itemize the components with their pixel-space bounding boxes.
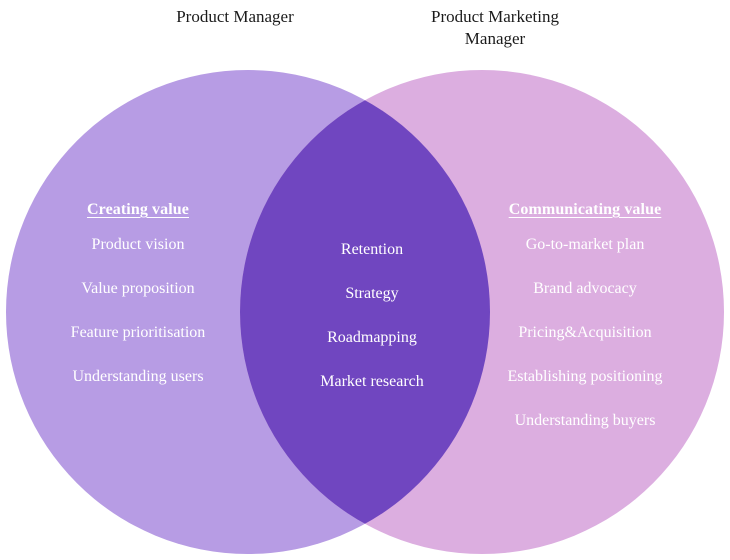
list-item: Understanding buyers [514,412,656,429]
list-item: Market research [320,373,424,390]
list-item: Pricing&Acquisition [518,324,652,341]
list-item: Retention [340,241,404,258]
overlap-content: Retention Strategy Roadmapping Market re… [287,228,457,404]
list-item: Brand advocacy [533,280,637,297]
list-item: Understanding users [72,368,204,385]
right-circle-content: Communicating value Go-to-market plan Br… [470,198,700,443]
list-item: Roadmapping [327,329,417,346]
list-item: Strategy [345,285,399,302]
list-item: Establishing positioning [507,368,663,385]
right-circle-title: Product Marketing Manager [431,7,559,48]
left-circle-content: Creating value Product vision Value prop… [18,198,258,399]
list-item: Go-to-market plan [525,236,645,253]
list-item: Product vision [91,236,185,253]
left-circle-heading: Creating value [87,201,189,218]
list-item: Value proposition [81,280,195,297]
left-circle-title: Product Manager [176,7,294,26]
overlap-lens-shape [240,70,490,554]
list-item: Feature prioritisation [70,324,206,341]
right-circle-heading: Communicating value [508,201,662,218]
